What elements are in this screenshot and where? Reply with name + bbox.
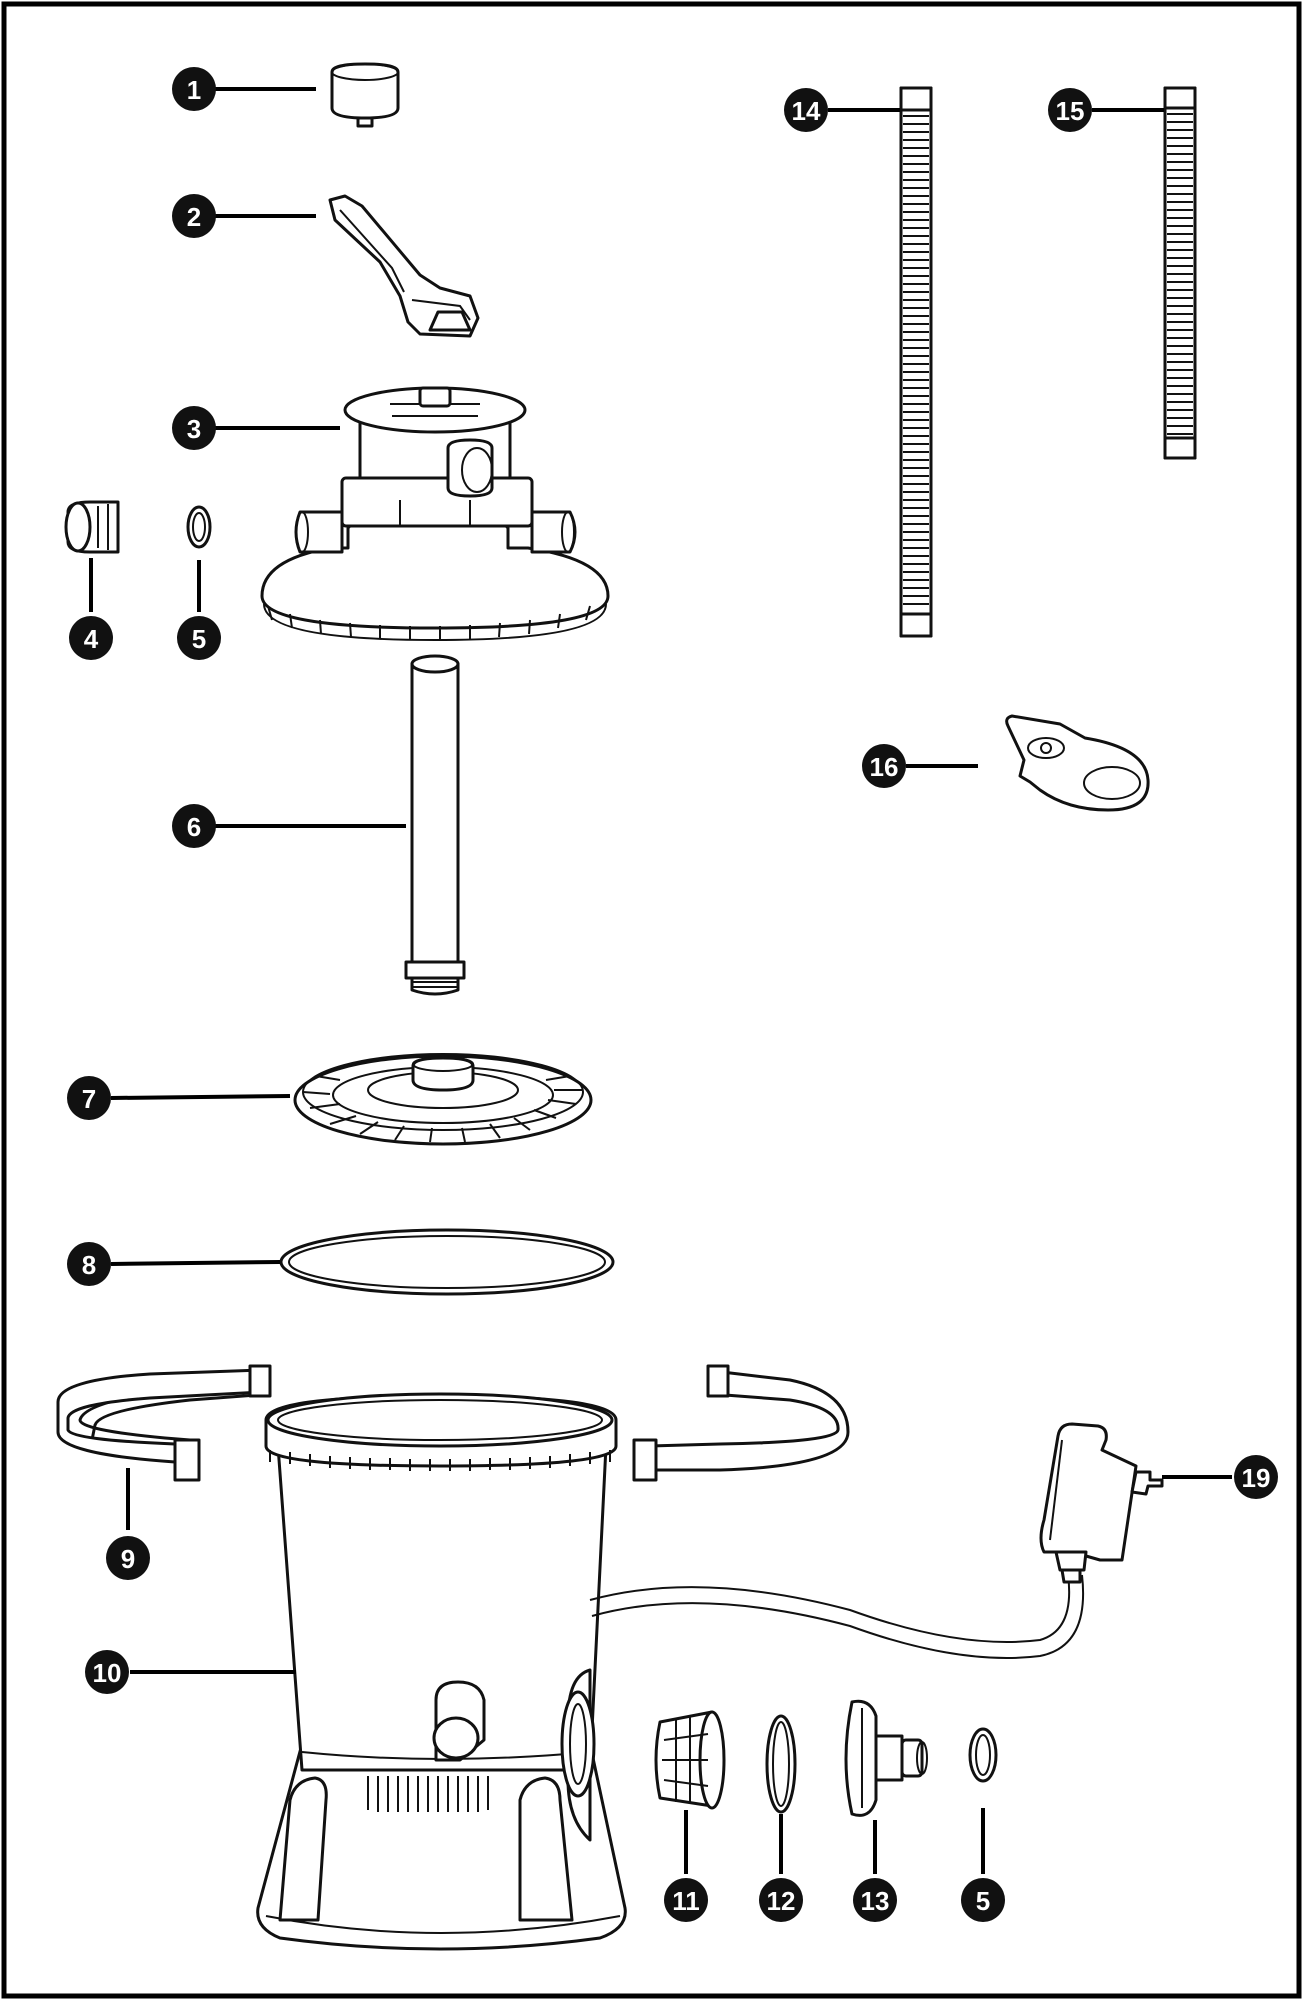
o-ring-lower-drawing — [968, 1727, 998, 1783]
callout-5-lower: 5 — [961, 1878, 1005, 1922]
svg-text:4: 4 — [84, 624, 99, 654]
center-pipe-drawing — [404, 654, 466, 996]
tank-clamp-drawing — [56, 1364, 850, 1482]
callout-1: 1 — [172, 67, 216, 111]
callout-15: 15 — [1048, 88, 1092, 132]
o-ring-upper-drawing — [186, 505, 212, 549]
svg-text:11: 11 — [672, 1886, 700, 1916]
svg-text:10: 10 — [93, 1658, 122, 1688]
callout-6: 6 — [172, 804, 216, 848]
callout-3: 3 — [172, 406, 216, 450]
svg-text:15: 15 — [1056, 96, 1085, 126]
callout-14: 14 — [784, 88, 828, 132]
long-hose-drawing — [899, 86, 933, 638]
callout-19: 19 — [1234, 1455, 1278, 1499]
strainer-o-ring-drawing — [765, 1714, 797, 1814]
callout-2: 2 — [172, 194, 216, 238]
tank-o-ring-drawing — [279, 1228, 615, 1296]
leader-lines — [89, 87, 1232, 1874]
svg-text:6: 6 — [187, 812, 201, 842]
svg-text:1: 1 — [187, 75, 201, 105]
diffuser-drawing — [293, 1053, 593, 1146]
callout-10: 10 — [85, 1650, 129, 1694]
tank-and-pump-base-drawing — [256, 1392, 1084, 1951]
svg-text:19: 19 — [1242, 1463, 1271, 1493]
svg-text:9: 9 — [121, 1544, 135, 1574]
svg-text:12: 12 — [767, 1886, 796, 1916]
callout-9: 9 — [106, 1536, 150, 1580]
svg-text:8: 8 — [82, 1250, 96, 1280]
hose-clamp-drawing — [1005, 714, 1150, 812]
svg-text:7: 7 — [82, 1084, 96, 1114]
callout-8: 8 — [67, 1242, 111, 1286]
svg-text:16: 16 — [870, 752, 899, 782]
svg-text:14: 14 — [792, 96, 821, 126]
svg-text:3: 3 — [187, 414, 201, 444]
multiport-valve-drawing — [260, 386, 610, 642]
svg-text:13: 13 — [861, 1886, 890, 1916]
callout-11: 11 — [664, 1878, 708, 1922]
callout-4: 4 — [69, 616, 113, 660]
svg-text:2: 2 — [187, 202, 201, 232]
port-cap-drawing — [64, 500, 120, 554]
callout-12: 12 — [759, 1878, 803, 1922]
svg-text:5: 5 — [976, 1886, 990, 1916]
callout-16: 16 — [862, 744, 906, 788]
valve-handle-drawing — [328, 194, 480, 338]
outlet-connector-drawing — [844, 1699, 928, 1817]
power-plug-drawing — [1039, 1422, 1164, 1584]
callout-7: 7 — [67, 1076, 111, 1120]
strainer-drawing — [654, 1710, 726, 1810]
callout-5-upper: 5 — [177, 616, 221, 660]
callout-13: 13 — [853, 1878, 897, 1922]
valve-knob-cap-drawing — [330, 62, 400, 128]
short-hose-drawing — [1163, 86, 1197, 460]
svg-text:5: 5 — [192, 624, 206, 654]
